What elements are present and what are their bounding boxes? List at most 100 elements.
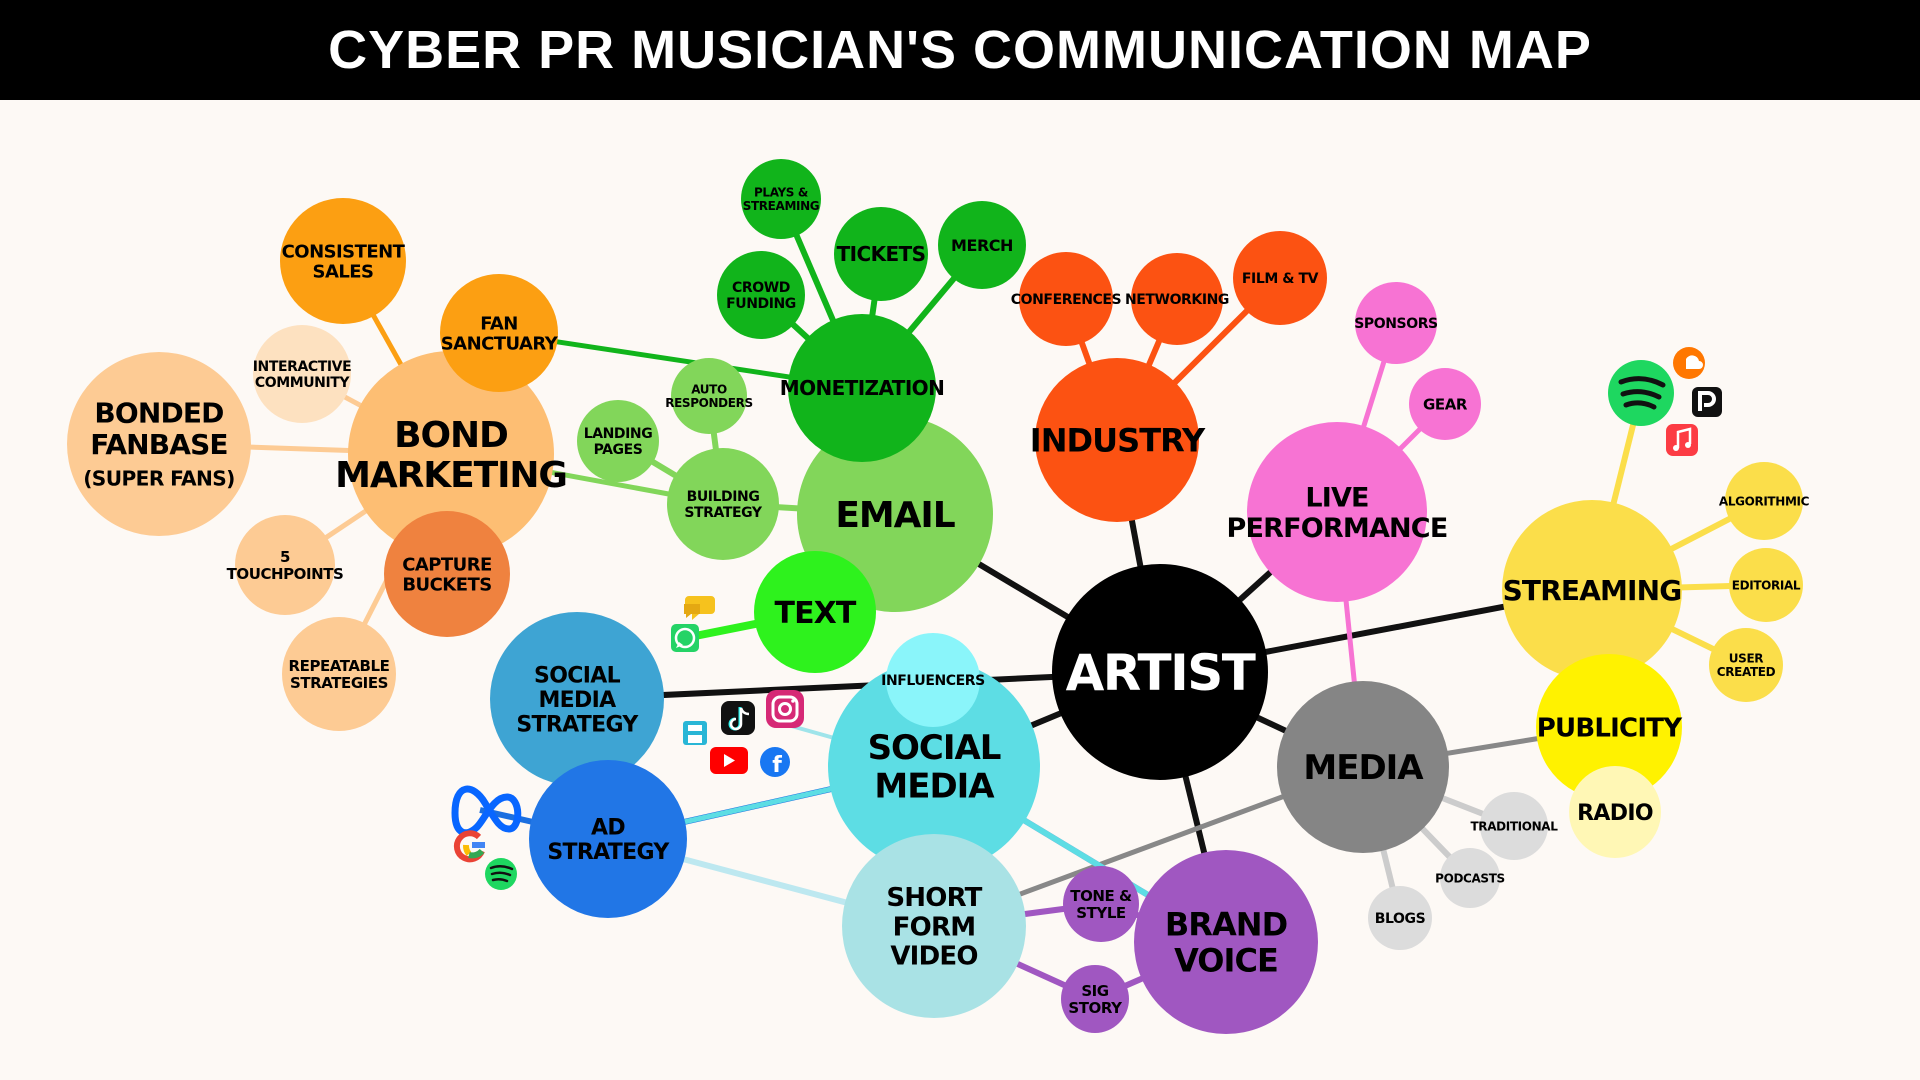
node-gear: GEAR bbox=[1409, 368, 1481, 440]
whatsapp-icon bbox=[671, 624, 699, 652]
node-label: CONSISTENT bbox=[282, 241, 406, 262]
node-label: COMMUNITY bbox=[255, 375, 351, 391]
node-label: PUBLICITY bbox=[1537, 713, 1683, 743]
node-label: CROWD bbox=[732, 280, 790, 296]
node-podcasts: PODCASTS bbox=[1435, 848, 1505, 908]
node-circle bbox=[235, 515, 335, 615]
node-label: EMAIL bbox=[835, 495, 954, 536]
node-label: TEXT bbox=[775, 596, 857, 631]
node-label: RADIO bbox=[1577, 801, 1653, 826]
node-circle bbox=[754, 551, 876, 673]
spotify-icon bbox=[485, 858, 517, 890]
node-label: SOCIAL bbox=[534, 663, 621, 688]
node-circle bbox=[828, 660, 1040, 872]
apple-music-icon bbox=[1666, 424, 1698, 456]
node-circle bbox=[1709, 628, 1783, 702]
node-label: EDITORIAL bbox=[1732, 578, 1801, 592]
node-circle bbox=[490, 612, 664, 786]
node-circle bbox=[1233, 231, 1327, 325]
node-circle bbox=[834, 207, 928, 301]
node-blogs: BLOGS bbox=[1368, 886, 1432, 950]
node-label: SPONSORS bbox=[1354, 316, 1438, 332]
node-circle bbox=[717, 251, 805, 339]
node-label: BRAND bbox=[1165, 906, 1287, 944]
node-circle bbox=[1247, 422, 1427, 602]
chat-bubble-icon bbox=[684, 596, 715, 620]
node-label: CONFERENCES bbox=[1011, 292, 1122, 308]
node-algorithmic: ALGORITHMIC bbox=[1719, 462, 1810, 540]
node-circle bbox=[886, 633, 980, 727]
node-radio: RADIO bbox=[1569, 766, 1661, 858]
node-label: MONETIZATION bbox=[780, 376, 944, 400]
node-circle bbox=[1440, 848, 1500, 908]
node-label: FORM bbox=[893, 912, 976, 942]
node-label: CREATED bbox=[1717, 665, 1776, 679]
node-monetization: MONETIZATION bbox=[780, 314, 945, 462]
node-label: (SUPER FANS) bbox=[83, 466, 235, 490]
node-label: PLAYS & bbox=[754, 186, 808, 200]
platform-icons: f bbox=[451, 347, 1722, 890]
node-text: TEXT bbox=[754, 551, 876, 673]
node-publicity: PUBLICITY bbox=[1536, 654, 1684, 800]
node-artist: ARTIST bbox=[1052, 564, 1268, 780]
node-label: INTERACTIVE bbox=[253, 359, 351, 375]
node-label: MEDIA bbox=[874, 766, 995, 806]
node-label: SIG bbox=[1081, 982, 1108, 1000]
instagram-icon bbox=[766, 690, 804, 728]
node-tone-style: TONE &STYLE bbox=[1063, 866, 1139, 942]
node-circle bbox=[1134, 850, 1318, 1034]
google-icon bbox=[453, 830, 485, 863]
node-label: ALGORITHMIC bbox=[1719, 494, 1810, 508]
node-label: SHORT bbox=[886, 883, 982, 913]
page-title: CYBER PR MUSICIAN'S COMMUNICATION MAP bbox=[0, 0, 1920, 100]
node-circle bbox=[1035, 358, 1199, 522]
node-circle bbox=[1019, 252, 1113, 346]
node-circle bbox=[67, 352, 251, 536]
node-conferences: CONFERENCES bbox=[1011, 252, 1122, 346]
node-circle bbox=[282, 617, 396, 731]
facebook-icon: f bbox=[760, 747, 790, 778]
node-label: BUCKETS bbox=[402, 575, 491, 596]
pandora-icon bbox=[1692, 387, 1722, 417]
node-circle bbox=[1355, 282, 1437, 364]
tiktok-icon bbox=[721, 701, 755, 735]
node-circle bbox=[348, 351, 554, 557]
node-label: STRATEGY bbox=[684, 505, 763, 521]
node-circle bbox=[1480, 792, 1548, 860]
node-industry: INDUSTRY bbox=[1030, 358, 1207, 522]
node-label: VIDEO bbox=[890, 941, 977, 971]
youtube-icon bbox=[710, 747, 748, 774]
node-circle bbox=[1277, 681, 1449, 853]
node-label: SANCTUARY bbox=[441, 334, 559, 355]
node-film-tv: FILM & TV bbox=[1233, 231, 1327, 325]
node-label: 5 bbox=[280, 548, 290, 566]
node-label: MEDIA bbox=[538, 688, 616, 713]
node-label: PODCASTS bbox=[1435, 871, 1505, 885]
node-circle bbox=[1536, 654, 1682, 800]
node-label: INDUSTRY bbox=[1030, 422, 1206, 460]
node-label: STYLE bbox=[1076, 904, 1126, 922]
node-label: TICKETS bbox=[837, 242, 926, 266]
node-label: STREAMING bbox=[1503, 574, 1682, 607]
node-circle bbox=[280, 198, 406, 324]
node-circle bbox=[440, 274, 558, 392]
node-circle bbox=[938, 201, 1026, 289]
node-circle bbox=[741, 159, 821, 239]
node-circle bbox=[1063, 866, 1139, 942]
node-label: STREAMING bbox=[743, 199, 820, 213]
